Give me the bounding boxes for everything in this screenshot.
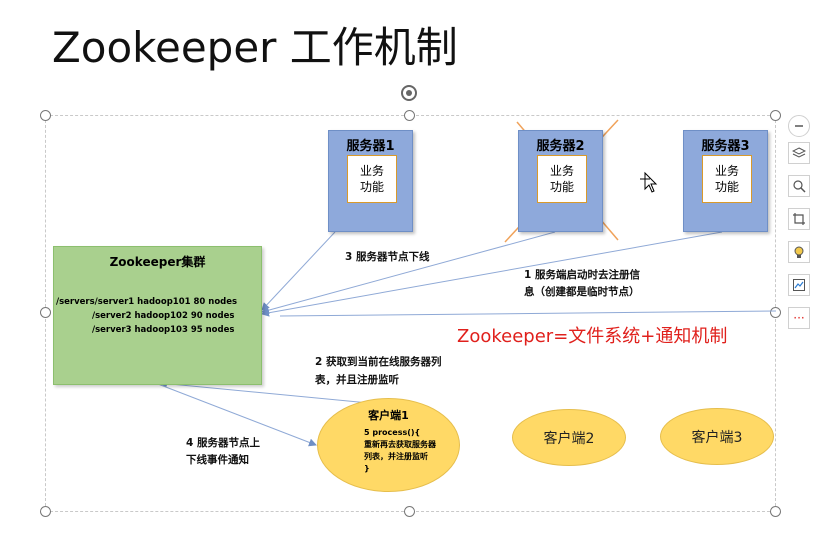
lightbulb-icon[interactable] [788,241,810,263]
zoom-icon[interactable] [788,175,810,197]
server-name: 服务器2 [536,139,585,154]
business-function-box: 业务 功能 [347,155,397,203]
more-icon[interactable]: ··· [788,307,810,329]
page-title: Zookeeper 工作机制 [52,23,458,72]
formula-text: Zookeeper=文件系统+通知机制 [457,326,728,347]
resize-handle-bottom-right[interactable] [770,506,781,517]
cluster-row-server2: /server2 hadoop102 90 nodes [92,311,235,321]
resize-handle-top-left[interactable] [40,110,51,121]
resize-handle-middle-right[interactable] [770,307,781,318]
chart-icon[interactable] [788,274,810,296]
client-2: 客户端2 [512,409,626,466]
step2-label-line1: 2 获取到当前在线服务器列 [315,356,442,368]
resize-handle-bottom-center[interactable] [404,506,415,517]
rotate-handle-icon[interactable] [399,83,419,103]
cursor-icon [640,171,658,193]
cluster-row-server3: /server3 hadoop103 95 nodes [92,325,235,335]
business-function-box: 业务 功能 [537,155,587,203]
resize-handle-top-center[interactable] [404,110,415,121]
step4-label-line1: 4 服务器节点上 [186,437,260,449]
step1-label-line1: 1 服务端启动时去注册信 [524,269,640,281]
layers-icon[interactable] [788,142,810,164]
step4-label-line2: 下线事件通知 [186,454,249,466]
minus-circle-icon[interactable] [788,115,810,137]
resize-handle-middle-left[interactable] [40,307,51,318]
client-3: 客户端3 [660,408,774,465]
server-name: 服务器1 [346,139,395,154]
step3-label: 3 服务器节点下线 [345,251,430,263]
client-process-code: 5 process(){ 重新再去获取服务器 列表，并注册监听 } [364,428,436,473]
client-title: 客户端3 [691,429,743,446]
cluster-title: Zookeeper集群 [109,255,206,269]
client-title: 客户端2 [543,430,595,447]
step1-label-line2: 息（创建都是临时节点） [524,286,640,298]
client-title: 客户端1 [368,409,409,422]
resize-handle-bottom-left[interactable] [40,506,51,517]
server-2: 服务器2 业务 功能 [518,130,603,232]
step2-label-line2: 表，并且注册监听 [315,374,399,386]
cluster-row-server1: /servers/server1 hadoop101 80 nodes [56,297,238,307]
zookeeper-cluster: Zookeeper集群 /servers/server1 hadoop101 8… [53,246,262,385]
server-3: 服务器3 业务 功能 [683,130,768,232]
crop-icon[interactable] [788,208,810,230]
business-function-box: 业务 功能 [702,155,752,203]
server-1: 服务器1 业务 功能 [328,130,413,232]
server-name: 服务器3 [701,139,750,154]
client-1: 客户端1 5 process(){ 重新再去获取服务器 列表，并注册监听 } [317,398,460,492]
resize-handle-top-right[interactable] [770,110,781,121]
